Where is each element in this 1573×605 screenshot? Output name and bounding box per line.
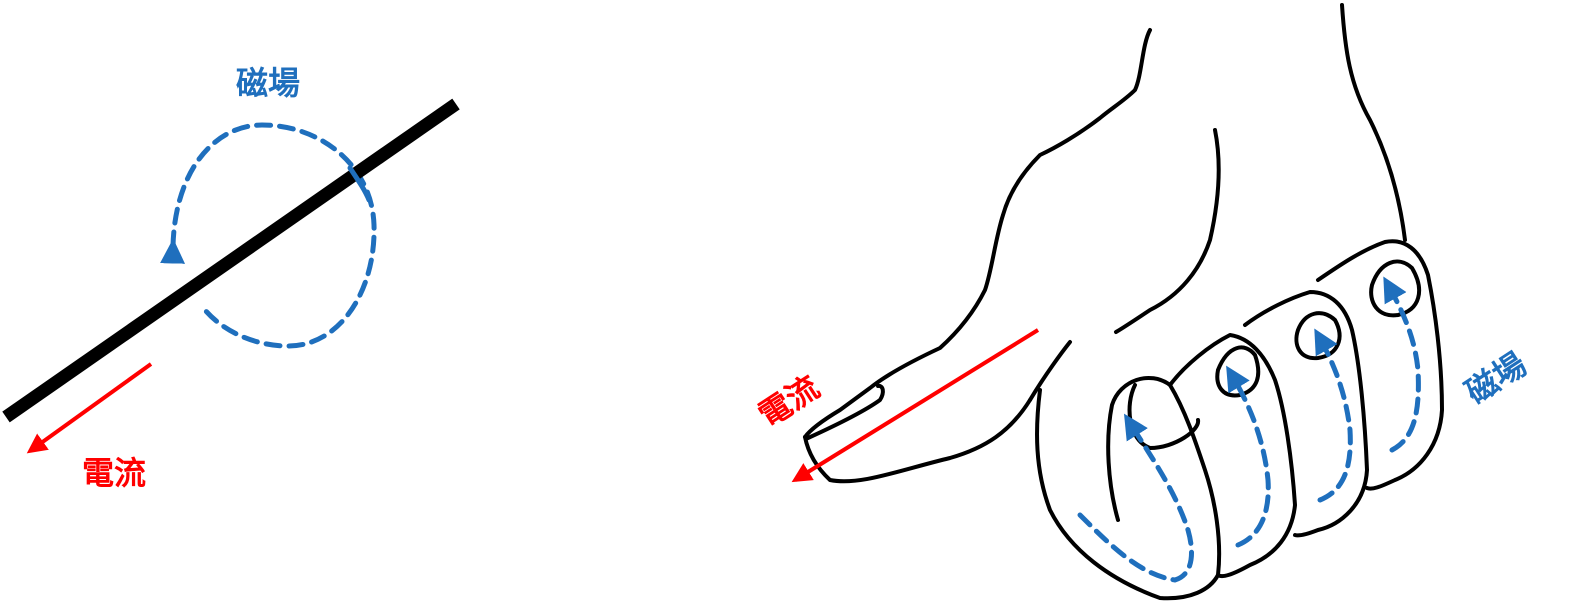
finger-ring-nail: [1294, 311, 1342, 361]
field-arrow-3: [1314, 328, 1353, 503]
hand-field-label: 磁場: [1459, 345, 1533, 412]
field-arrow-2: [1226, 365, 1271, 548]
field-arrow-1: [1077, 413, 1194, 583]
right-hand-diagram: [803, 3, 1444, 601]
field-label: 磁場: [236, 64, 300, 102]
finger-middle: [1168, 333, 1297, 579]
finger-ring: [1243, 290, 1369, 538]
conducting-wire: [2, 98, 460, 423]
hand-current-arrow: [791, 328, 1040, 483]
finger-index: [1035, 375, 1222, 601]
finger-index-nail: [1127, 383, 1200, 450]
magnetic-field-arc-front: [347, 165, 372, 203]
wrist-inner-edge: [1114, 128, 1221, 334]
finger-pinky-nail: [1369, 259, 1422, 318]
field-arrow-4: [1383, 276, 1421, 453]
palm-edge: [1028, 340, 1072, 402]
thumb-nail: [806, 383, 885, 440]
finger-pinky: [1316, 239, 1444, 491]
wrist-right-edge: [1340, 3, 1407, 242]
current-arrow: [26, 362, 153, 454]
finger-field-arrows: [1077, 276, 1421, 583]
current-label: 電流: [82, 454, 146, 492]
wrist-left-edge: [803, 28, 1152, 439]
magnetic-field-arc-back: [160, 122, 377, 349]
finger-middle-nail: [1215, 345, 1261, 398]
straight-wire-diagram: 磁場 電流: [2, 64, 460, 492]
